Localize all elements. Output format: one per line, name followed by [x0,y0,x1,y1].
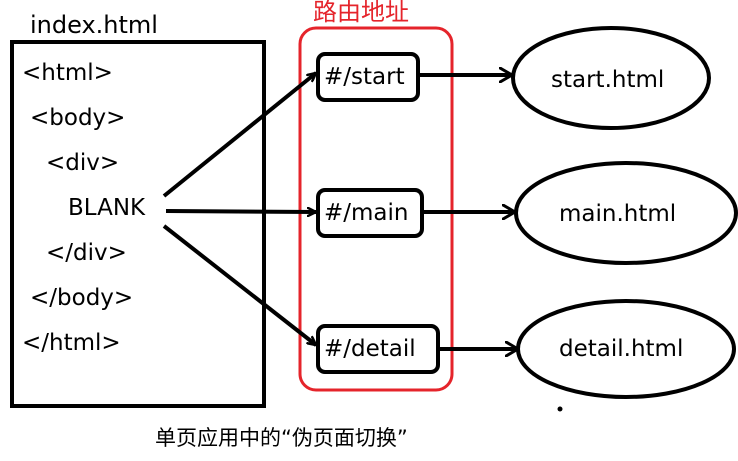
page-label-start: start.html [551,67,665,93]
code-line-body-open: <body> [30,105,126,131]
code-line-html-close: </html> [22,330,121,356]
arrow-blank-to-detail [162,224,316,347]
route-label-main: #/main [324,200,409,226]
code-line-div-open: <div> [46,150,120,176]
page-label-detail: detail.html [559,336,684,362]
route-group-box [298,26,454,392]
code-line-blank: BLANK [68,195,146,221]
index-file-box [10,40,266,408]
route-label-start: #/start [324,64,405,90]
route-box-detail [316,324,440,374]
route-box-start [316,52,420,102]
index-file-title: index.html [30,11,158,39]
code-line-div-close: </div> [46,240,127,266]
arrow-blank-to-main [165,211,316,212]
route-group-title: 路由地址 [313,0,409,26]
code-line-body-close: </body> [30,285,134,311]
page-label-main: main.html [559,201,677,227]
code-line-html-open: <html> [22,60,113,86]
arrow-blank-to-start [162,71,318,198]
route-label-detail: #/detail [324,336,416,362]
stray-dot [557,406,563,412]
route-box-main [316,188,424,238]
diagram-caption: 单页应用中的“伪页面切换” [155,426,408,450]
